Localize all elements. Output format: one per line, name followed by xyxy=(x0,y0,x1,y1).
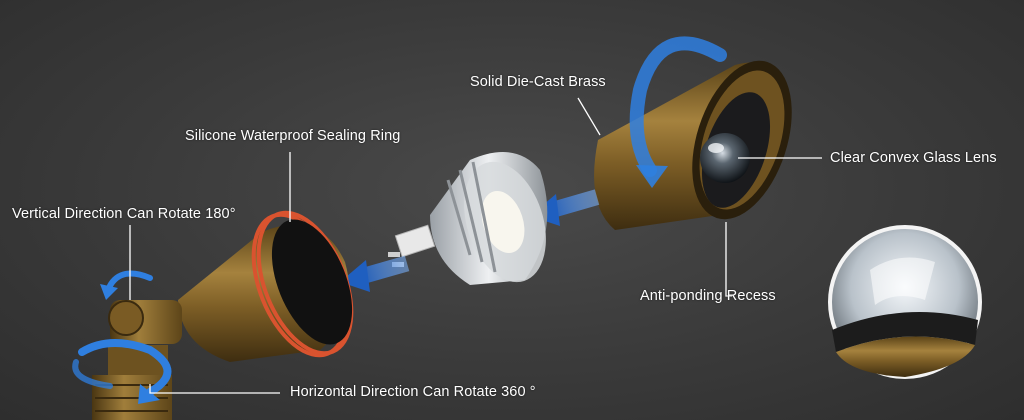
base-housing xyxy=(178,210,354,362)
leader-lines xyxy=(129,97,822,394)
brass-shroud xyxy=(594,60,792,231)
rotate-arrow-icon xyxy=(78,338,172,396)
callout-glass-lens: Clear Convex Glass Lens xyxy=(830,150,997,166)
callout-solid-brass: Solid Die-Cast Brass xyxy=(470,74,606,90)
callout-anti-ponding: Anti-ponding Recess xyxy=(640,288,776,304)
callout-sealing-ring: Silicone Waterproof Sealing Ring xyxy=(185,128,401,144)
callout-vertical-rotate: Vertical Direction Can Rotate 180° xyxy=(12,206,236,222)
rotate-arrow-icon xyxy=(138,384,160,404)
knuckle-joint xyxy=(92,300,182,420)
direction-arrow-icon xyxy=(340,255,410,292)
anti-ponding-detail-inset xyxy=(828,225,982,379)
rotate-arrow-icon xyxy=(629,36,727,177)
callout-horizontal-rotate: Horizontal Direction Can Rotate 360 ° xyxy=(290,384,536,400)
led-bulb xyxy=(388,152,548,285)
rotate-arrow-icon xyxy=(100,284,118,300)
rotate-arrow-icon xyxy=(636,165,668,188)
rotate-arrow-icon xyxy=(72,359,113,389)
